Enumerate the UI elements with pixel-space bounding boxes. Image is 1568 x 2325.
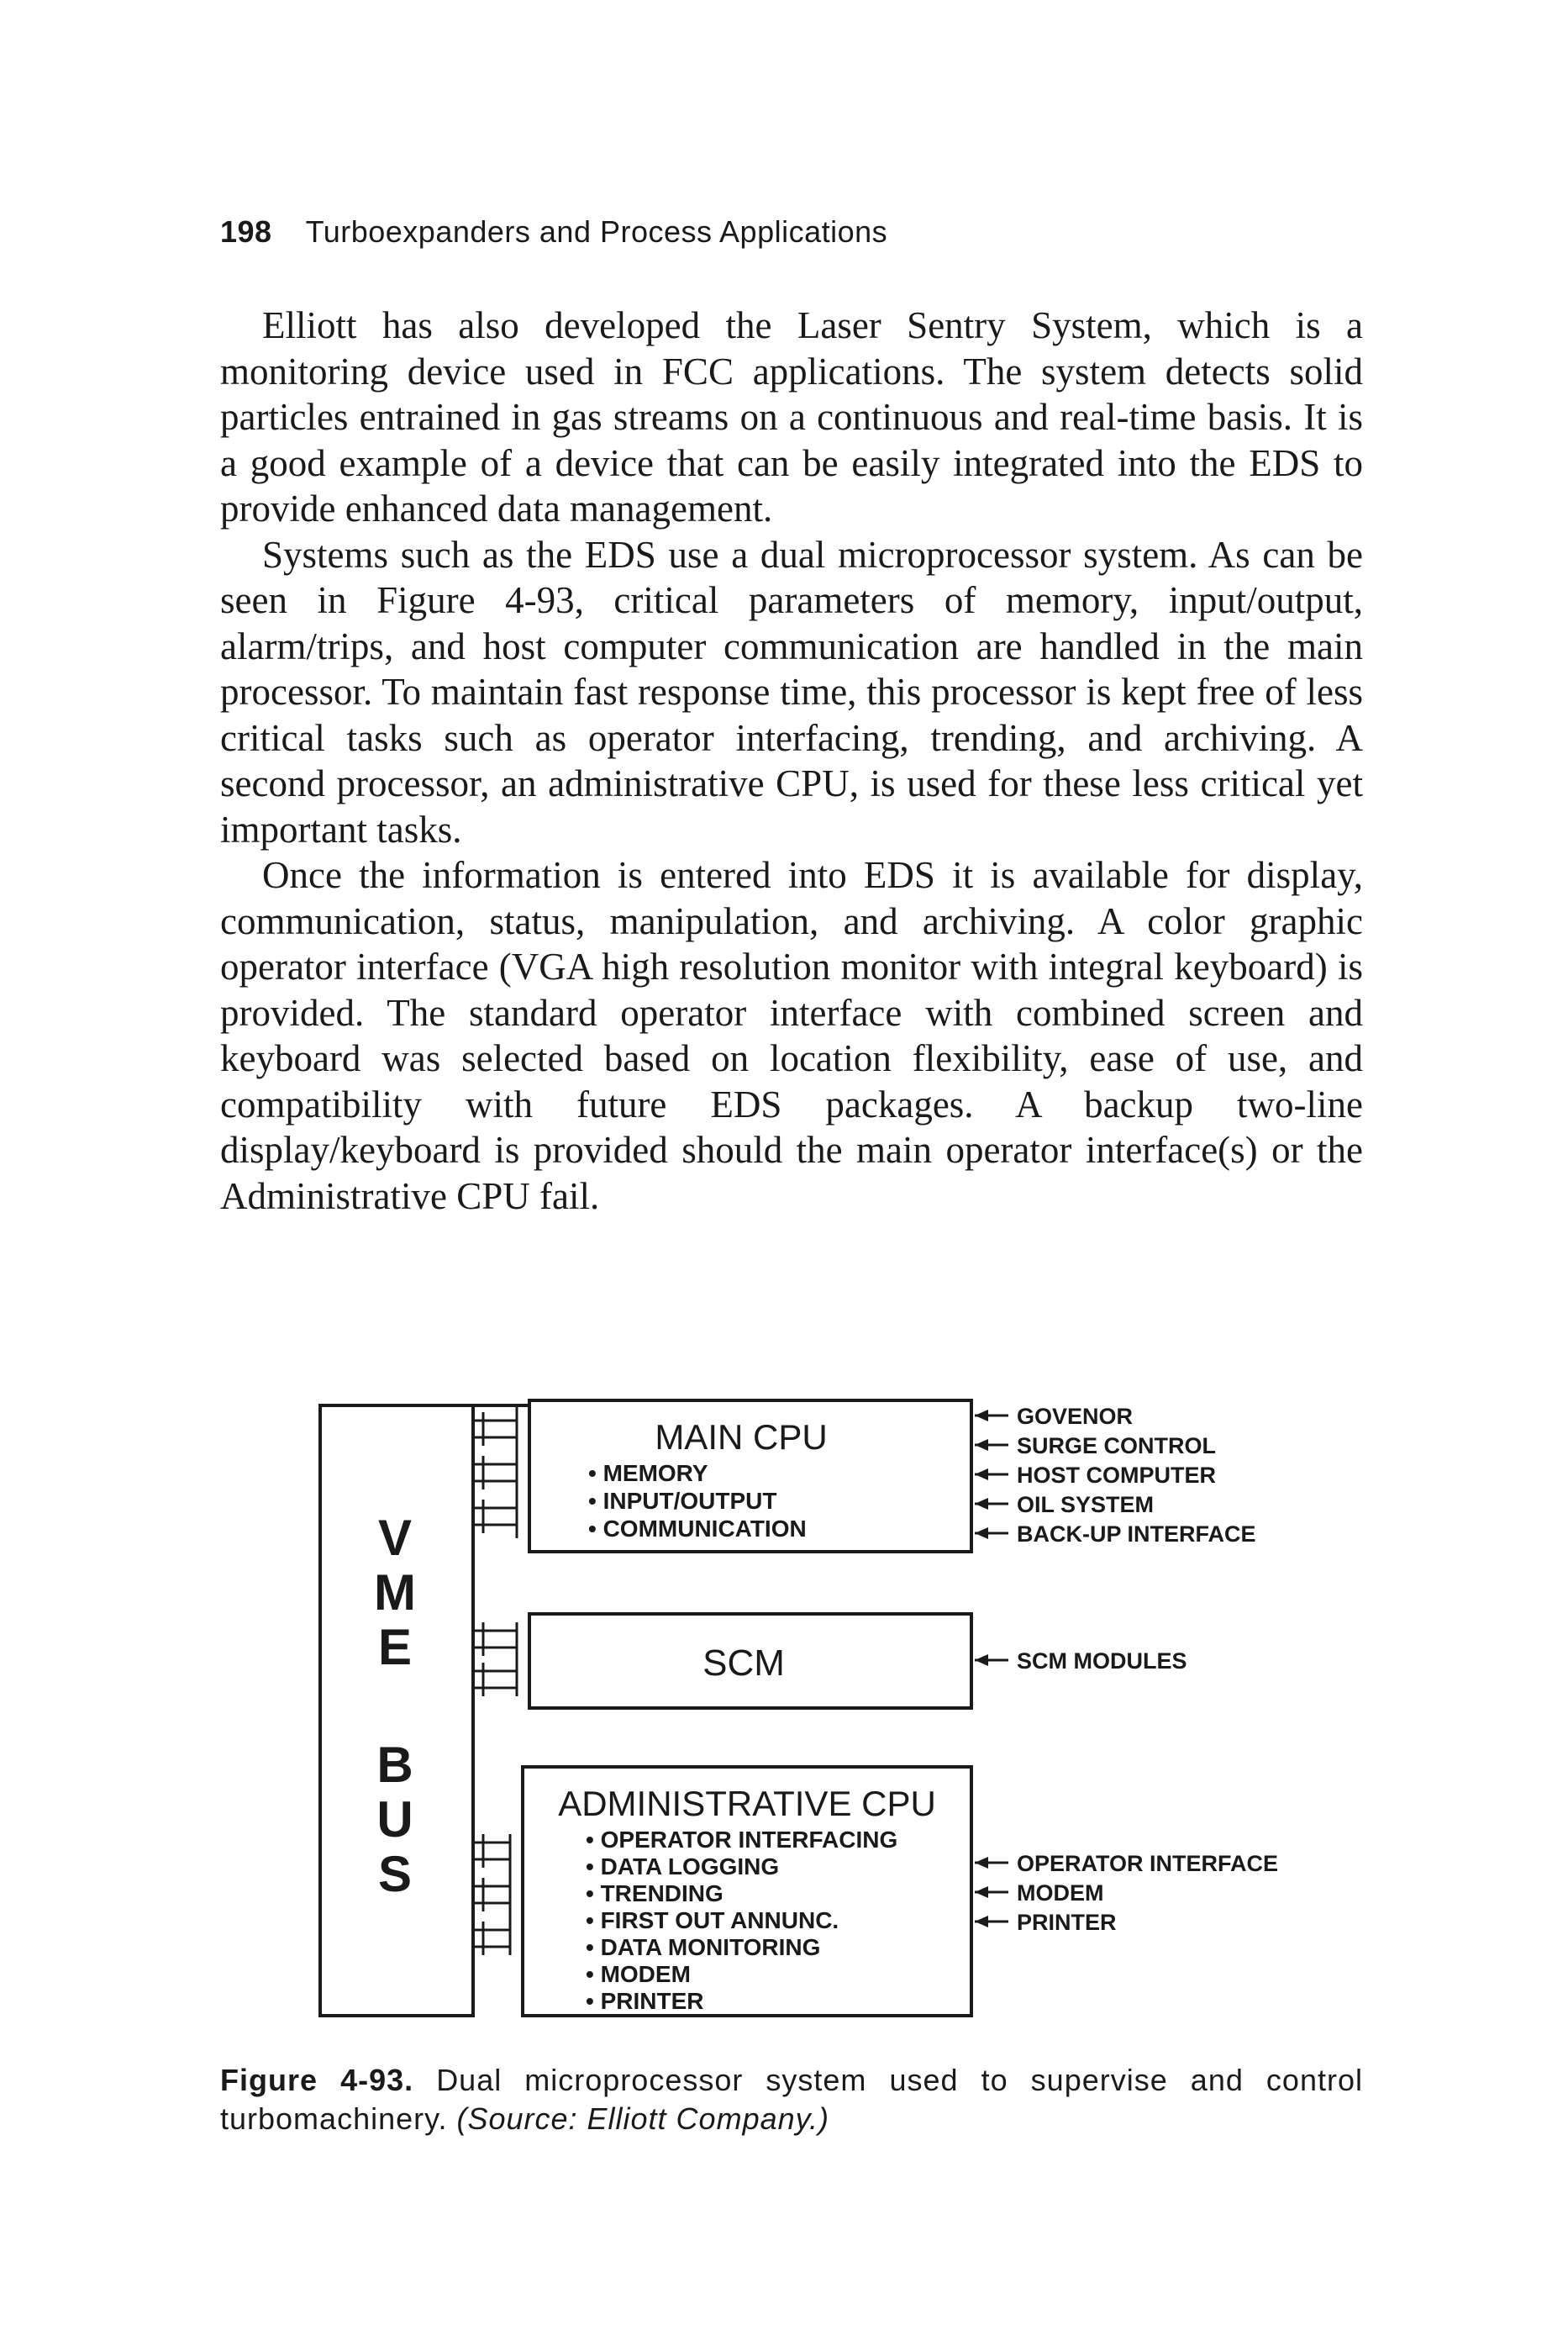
bus-letter: S <box>378 1846 412 1902</box>
bus-letter: B <box>376 1737 413 1793</box>
paragraph: Systems such as the EDS use a dual micro… <box>220 533 1363 851</box>
vme-bus-block <box>318 1404 475 2017</box>
body-text: Elliott has also developed the Laser Sen… <box>220 303 1363 1219</box>
running-title: Turboexpanders and Process Applications <box>305 214 888 249</box>
caption-text: Dual microprocessor system used to super… <box>220 2063 1363 2136</box>
admin-cpu-item: • PRINTER <box>586 1988 703 2014</box>
caption-label: Figure 4-93. <box>220 2063 414 2097</box>
admin-cpu-box <box>521 1765 973 2017</box>
caption-source: (Source: Elliott Company.) <box>456 2101 829 2136</box>
paragraph: Elliott has also developed the Laser Sen… <box>220 304 1363 530</box>
running-header: 198 Turboexpanders and Process Applicatio… <box>220 214 887 250</box>
admin-cpu-item: • DATA LOGGING <box>586 1853 779 1880</box>
admin-cpu-input-label: PRINTER <box>1017 1910 1117 1935</box>
bus-letter: E <box>378 1619 412 1675</box>
bus-letter: M <box>374 1564 416 1621</box>
bus-letter: U <box>376 1791 413 1848</box>
bus-connectors <box>473 1405 518 1955</box>
main-cpu-title: MAIN CPU <box>655 1417 827 1457</box>
bus-letter: V <box>378 1510 412 1566</box>
main-cpu-item: • MEMORY <box>588 1460 708 1486</box>
admin-cpu-item: • TRENDING <box>586 1880 723 1906</box>
admin-cpu-connector <box>473 1834 512 1955</box>
main-cpu-item: • INPUT/OUTPUT <box>588 1488 776 1514</box>
main-cpu-input-label: SURGE CONTROL <box>1017 1433 1216 1458</box>
page-number: 198 <box>220 214 272 249</box>
main-cpu-input-label: HOST COMPUTER <box>1017 1463 1216 1488</box>
main-cpu-box <box>528 1399 973 1553</box>
admin-cpu-title: ADMINISTRATIVE CPU <box>558 1784 936 1823</box>
main-cpu-connector <box>473 1405 518 1538</box>
figure-caption: Figure 4-93. Dual microprocessor system … <box>220 2061 1363 2138</box>
input-arrows <box>970 1405 1008 1923</box>
admin-cpu-input-label: OPERATOR INTERFACE <box>1017 1851 1278 1876</box>
scm-input-label: SCM MODULES <box>1017 1648 1187 1674</box>
main-cpu-input-label: OIL SYSTEM <box>1017 1492 1154 1517</box>
scm-connector <box>473 1622 518 1696</box>
admin-cpu-item: • DATA MONITORING <box>586 1934 820 1960</box>
scm-title: SCM <box>702 1642 785 1684</box>
paragraph: Once the information is entered into EDS… <box>220 854 1363 1217</box>
main-cpu-input-label: GOVENOR <box>1017 1404 1133 1429</box>
main-cpu-input-label: BACK-UP INTERFACE <box>1017 1521 1256 1547</box>
admin-cpu-item: • MODEM <box>586 1961 691 1987</box>
main-cpu-item: • COMMUNICATION <box>588 1516 807 1542</box>
scm-box <box>528 1612 973 1710</box>
admin-cpu-input-label: MODEM <box>1017 1880 1104 1906</box>
admin-cpu-item: • FIRST OUT ANNUNC. <box>586 1907 839 1933</box>
admin-cpu-item: • OPERATOR INTERFACING <box>586 1827 897 1853</box>
